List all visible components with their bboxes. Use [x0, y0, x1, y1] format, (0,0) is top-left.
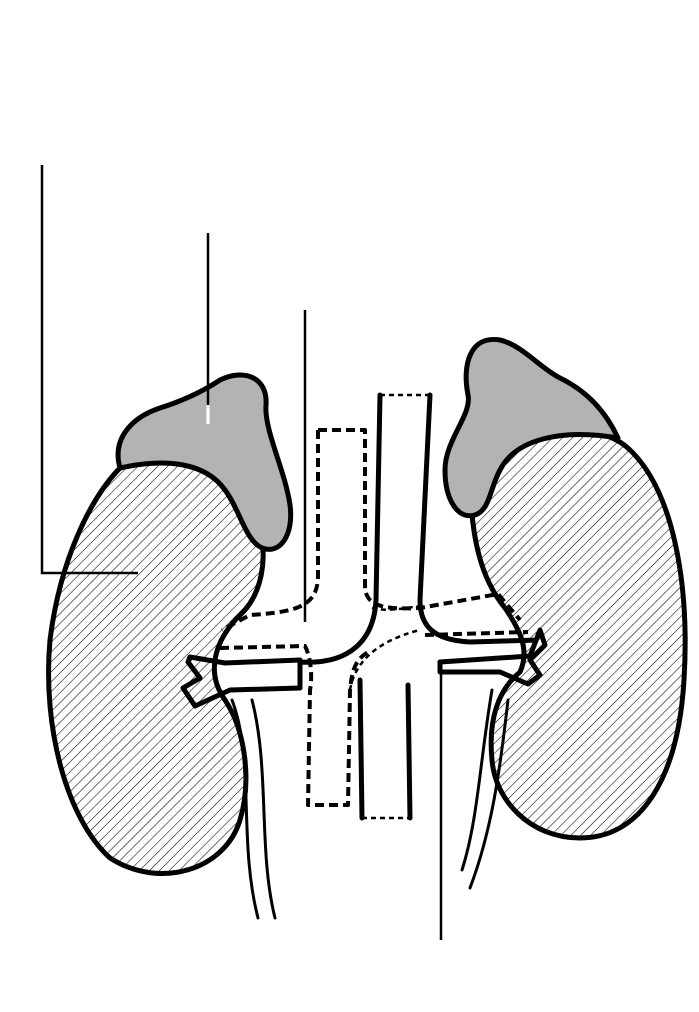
left-adrenal-gland: [115, 372, 294, 552]
leader-line-kidney: [40, 165, 138, 575]
right-kidney: [467, 427, 688, 841]
right-adrenal-gland: [442, 337, 621, 519]
